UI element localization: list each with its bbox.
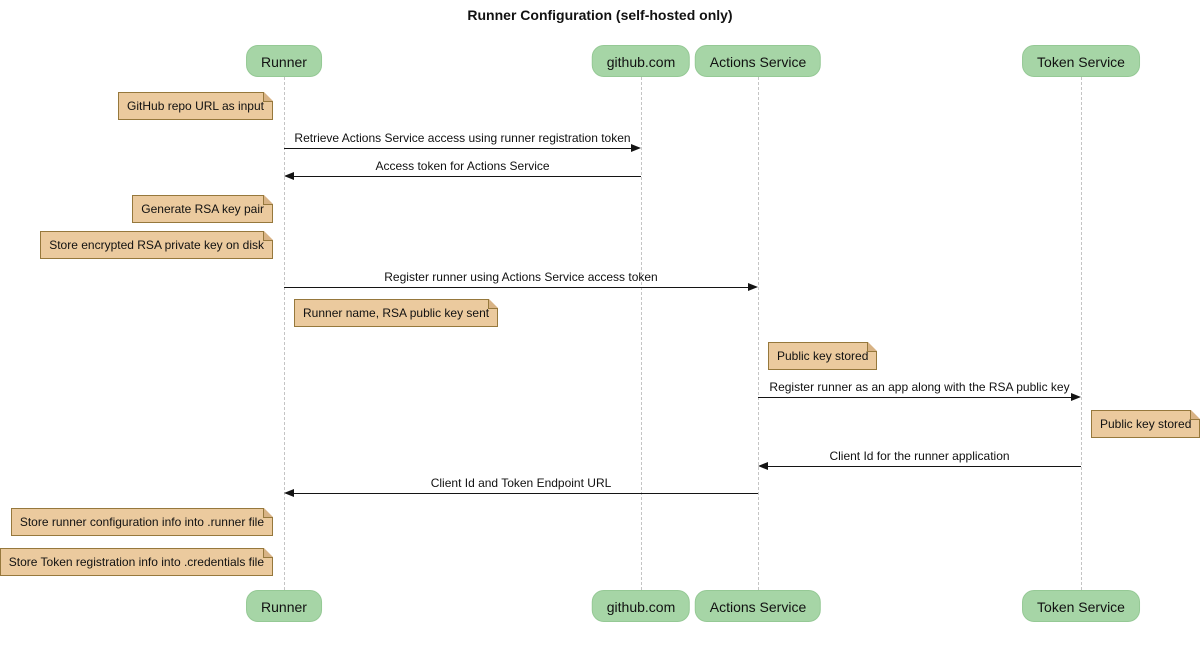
message-line-3 <box>758 397 1072 399</box>
lifeline-token-service <box>1080 77 1082 590</box>
note-7: Store Token registration info into .cred… <box>0 548 274 576</box>
message-label-3: Register runner as an app along with the… <box>769 380 1070 394</box>
message-line-2 <box>284 287 749 289</box>
message-line-4 <box>767 466 1081 468</box>
note-1: Generate RSA key pair <box>132 195 273 223</box>
note-6: Store runner configuration info into .ru… <box>10 508 274 536</box>
message-label-2: Register runner using Actions Service ac… <box>384 270 658 284</box>
message-label-5: Client Id and Token Endpoint URL <box>430 476 612 490</box>
diagram-title: Runner Configuration (self-hosted only) <box>467 7 733 23</box>
note-3: Runner name, RSA public key sent <box>294 299 499 327</box>
participant-bottom-github: github.com <box>591 590 691 622</box>
message-label-0: Retrieve Actions Service access using ru… <box>294 131 631 145</box>
participant-bottom-runner: Runner <box>246 590 322 622</box>
message-line-1 <box>293 176 641 178</box>
note-2: Store encrypted RSA private key on disk <box>40 231 273 259</box>
note-4: Public key stored <box>768 342 878 370</box>
message-arrowhead-4 <box>758 462 768 471</box>
note-0: GitHub repo URL as input <box>118 92 273 120</box>
message-arrowhead-3 <box>1071 393 1081 402</box>
message-label-4: Client Id for the runner application <box>829 449 1010 463</box>
lifeline-actions-service <box>757 77 759 590</box>
message-arrowhead-5 <box>284 489 294 498</box>
lifeline-github <box>640 77 642 590</box>
lifeline-runner <box>283 77 285 590</box>
message-line-0 <box>284 148 632 150</box>
participant-top-runner: Runner <box>246 45 322 77</box>
message-arrowhead-0 <box>631 144 641 153</box>
participant-top-github: github.com <box>591 45 691 77</box>
participant-bottom-token-service: Token Service <box>1022 590 1140 622</box>
participant-top-token-service: Token Service <box>1022 45 1140 77</box>
message-arrowhead-1 <box>284 172 294 181</box>
message-line-5 <box>293 493 758 495</box>
participant-bottom-actions-service: Actions Service <box>694 590 822 622</box>
message-label-1: Access token for Actions Service <box>375 159 550 173</box>
participant-top-actions-service: Actions Service <box>694 45 822 77</box>
message-arrowhead-2 <box>748 283 758 292</box>
note-5: Public key stored <box>1091 410 1200 438</box>
